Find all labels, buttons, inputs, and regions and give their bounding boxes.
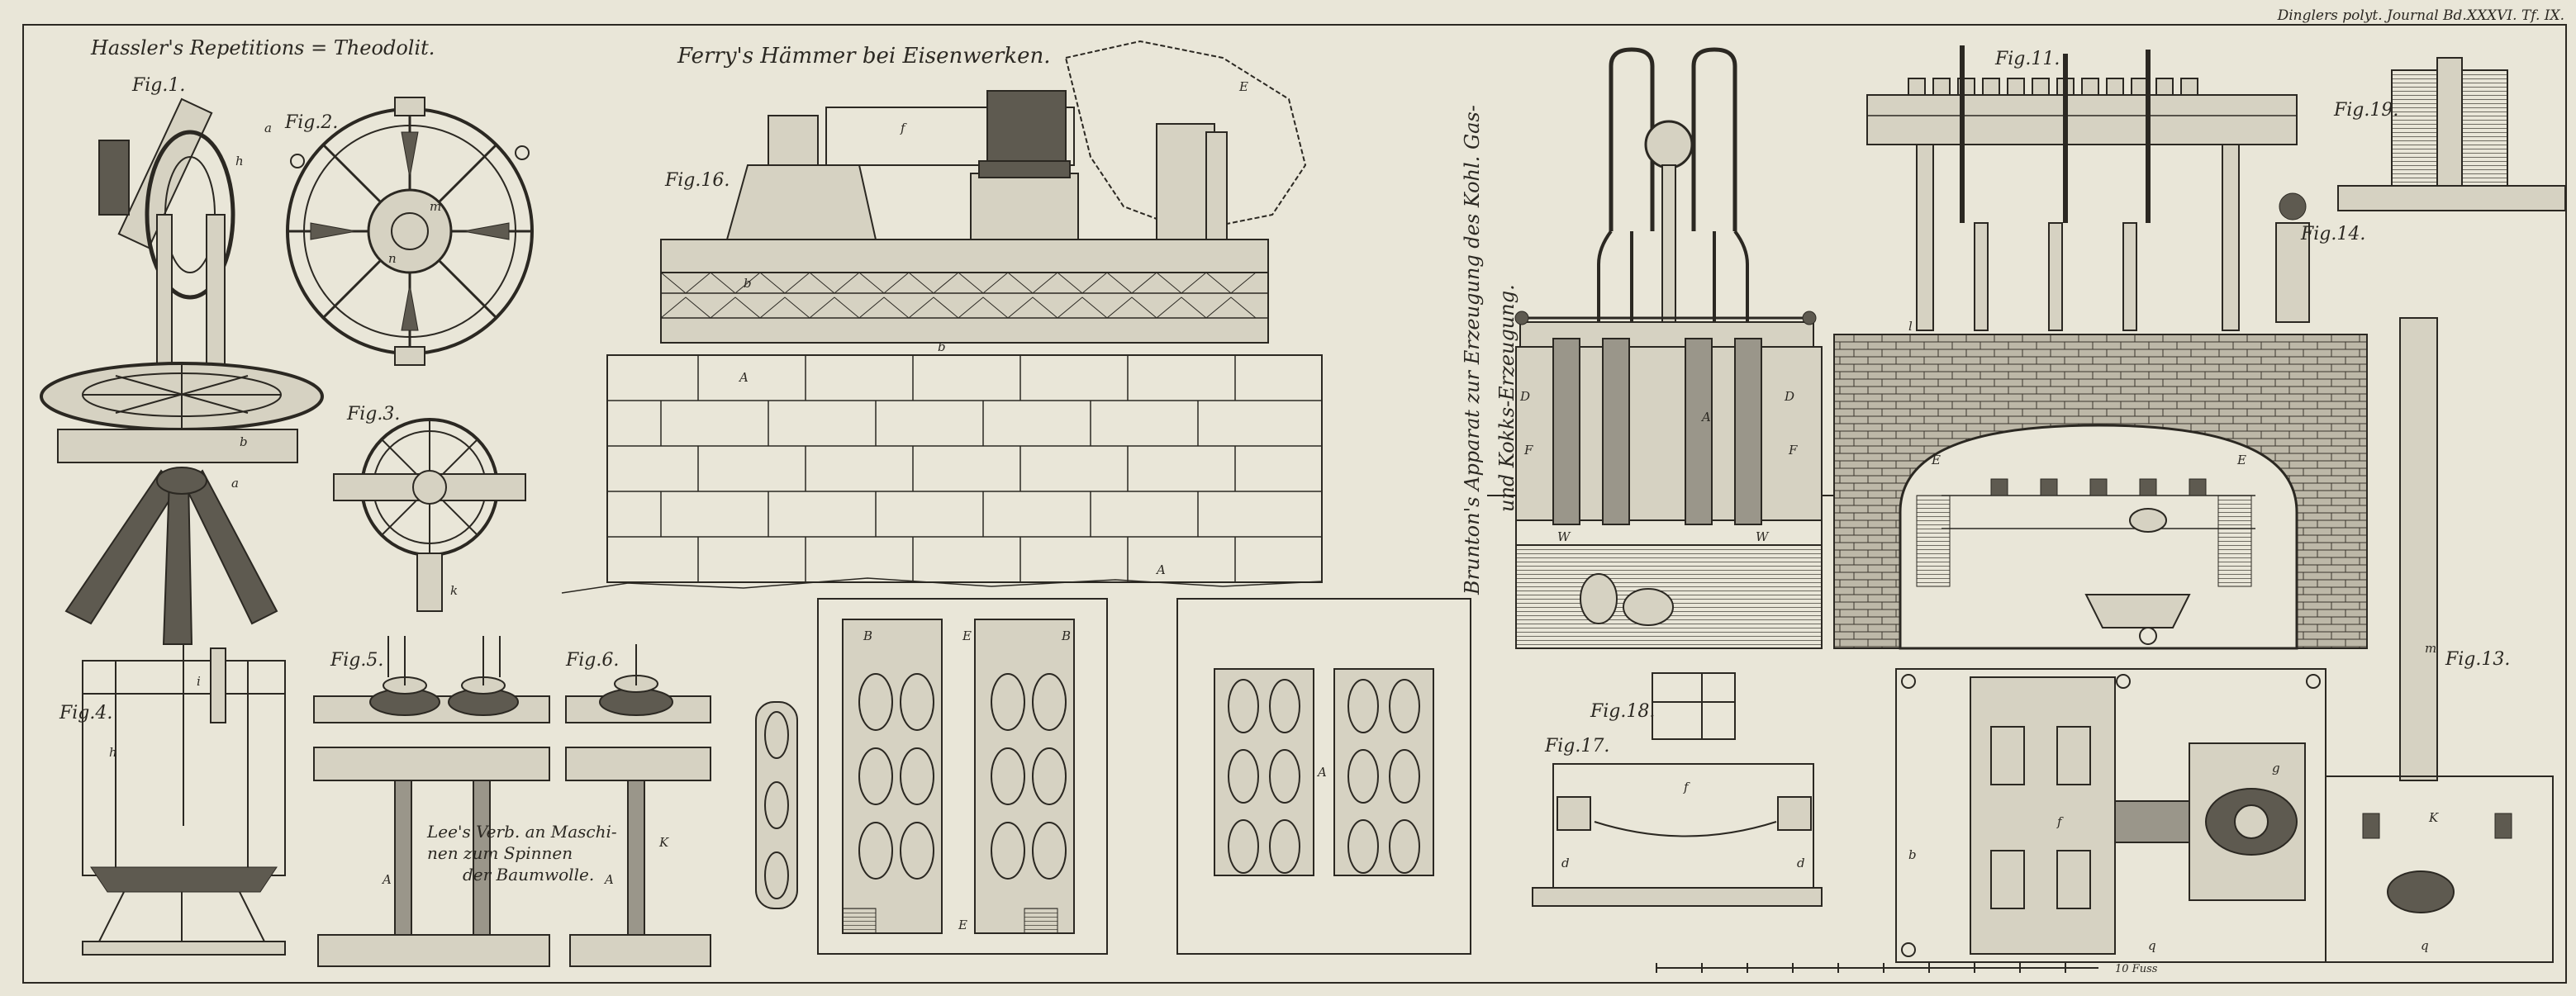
svg-text:d: d: [1561, 856, 1570, 870]
svg-text:f: f: [2056, 814, 2064, 829]
lee-line-3: der Baumwolle.: [463, 865, 594, 885]
fig10-retorts: D D F F W W A: [1487, 47, 1851, 649]
lee-line-1: Lee's Verb. an Maschi-: [426, 822, 617, 842]
svg-text:K: K: [658, 835, 669, 850]
svg-text:i: i: [197, 674, 201, 689]
fig2-label: Fig.2.: [284, 112, 338, 133]
fig11-bench: Fig.11. Fig.14.: [1833, 45, 2368, 650]
svg-text:h: h: [235, 154, 244, 168]
brunton-section: Brunton's Apparat zur Erzeugung des Kohl…: [1461, 45, 2566, 975]
svg-text:f: f: [1683, 780, 1690, 794]
brunton-line-2: und Kokks-Erzeugung.: [1495, 284, 1519, 512]
fig19-label: Fig.19.: [2333, 100, 2398, 121]
fig7-plan: B E B E: [817, 598, 1108, 955]
fig6-label: Fig.6.: [565, 650, 619, 671]
brunton-title: Brunton's Apparat zur Erzeugung des Kohl…: [1461, 105, 1519, 595]
svg-text:b: b: [240, 434, 248, 449]
svg-text:b: b: [1908, 847, 1917, 862]
svg-text:m: m: [430, 199, 441, 214]
ferry-masonry: A A: [561, 354, 1323, 594]
hassler-title: Hassler's Repetitions = Theodolit.: [90, 36, 435, 59]
fig1-lamp: [98, 140, 130, 216]
svg-text:E: E: [958, 918, 967, 932]
ferry-title: Ferry's Hämmer bei Eisenwerken.: [677, 44, 1050, 69]
svg-text:A: A: [1155, 562, 1166, 577]
fig8-link: [755, 701, 798, 909]
fig5-spindles: Fig.5. A: [313, 636, 550, 967]
svg-text:d: d: [1797, 856, 1805, 870]
svg-text:F: F: [1523, 443, 1533, 458]
svg-text:A: A: [1316, 765, 1327, 780]
scale-bar: 10 Fuss: [1656, 963, 2158, 975]
svg-text:A: A: [381, 872, 392, 887]
svg-text:q: q: [2148, 938, 2156, 953]
ferry-section: Ferry's Hämmer bei Eisenwerken. Fig.16. …: [561, 40, 1471, 955]
fig18-detail: Fig.18.: [1590, 672, 1736, 740]
svg-text:E: E: [2236, 453, 2246, 467]
svg-text:A: A: [738, 370, 749, 385]
svg-text:b: b: [744, 276, 752, 291]
fig13-plan: Fig.13. m b f g K q q: [1895, 317, 2554, 963]
fig6-spindle: Fig.6. K A: [565, 644, 711, 967]
fig5-label: Fig.5.: [330, 650, 383, 671]
fig16-label: Fig.16.: [664, 170, 730, 191]
fig3-small-circle: Fig.3. k: [333, 404, 526, 612]
svg-text:E: E: [962, 628, 972, 643]
fig18-label: Fig.18.: [1590, 701, 1655, 722]
svg-text:A: A: [1700, 410, 1711, 424]
brunton-line-1: Brunton's Apparat zur Erzeugung des Kohl…: [1461, 105, 1484, 595]
svg-text:A: A: [603, 872, 614, 887]
lee-line-2: nen zum Spinnen: [427, 843, 573, 863]
svg-text:q: q: [2421, 938, 2429, 953]
svg-text:g: g: [2272, 761, 2280, 775]
svg-text:F: F: [1788, 443, 1798, 458]
svg-text:n: n: [388, 251, 397, 266]
svg-text:W: W: [1557, 529, 1571, 544]
fig19-detail: Fig.19.: [2333, 57, 2566, 211]
fig1-vertical-circle: [145, 130, 235, 300]
svg-text:l: l: [1908, 319, 1913, 334]
svg-text:b: b: [938, 339, 946, 354]
svg-text:W: W: [1756, 529, 1770, 544]
fig17-label: Fig.17.: [1544, 736, 1609, 756]
svg-text:D: D: [1519, 389, 1530, 404]
fig16-hammer-elevation: Fig.16. f E b b: [660, 40, 1307, 354]
svg-text:h: h: [109, 745, 117, 760]
fig13-label: Fig.13.: [2445, 649, 2510, 670]
lee-title: Lee's Verb. an Maschi- nen zum Spinnen d…: [426, 822, 617, 885]
hassler-section: Hassler's Repetitions = Theodolit. Fig.1…: [40, 36, 534, 956]
svg-text:f: f: [900, 121, 907, 135]
svg-text:B: B: [863, 628, 872, 643]
svg-text:a: a: [231, 476, 239, 491]
plate-border: [22, 24, 2567, 984]
fig4-label: Fig.4.: [59, 703, 112, 723]
fig1-telescope: [117, 97, 213, 249]
fig11-label: Fig.11.: [1994, 49, 2060, 69]
svg-text:D: D: [1784, 389, 1794, 404]
fig14-label: Fig.14.: [2300, 224, 2365, 244]
svg-text:k: k: [450, 583, 458, 598]
svg-text:m: m: [2425, 641, 2436, 656]
svg-text:E: E: [1931, 453, 1941, 467]
fig17-hearth: Fig.17. f d d: [1532, 736, 1823, 907]
lee-section: Fig.5. A Fig.6. K A Lee's: [313, 636, 711, 967]
svg-text:K: K: [2428, 810, 2439, 825]
scale-label: 10 Fuss: [2115, 963, 2158, 975]
fig3-label: Fig.3.: [346, 404, 400, 424]
svg-text:a: a: [264, 121, 272, 135]
fig1-theodolite: Fig.1. a h b a: [40, 75, 324, 645]
svg-text:E: E: [1238, 79, 1248, 94]
journal-header: Dinglers polyt. Journal Bd.XXXVI. Tf. IX…: [2277, 7, 2564, 24]
fig2-circle-plan: Fig.2. m n: [284, 97, 534, 366]
fig4-stand: Fig.4. h i: [59, 644, 286, 956]
svg-text:B: B: [1061, 628, 1071, 643]
fig9-plan: A: [1176, 598, 1471, 955]
fig1-label: Fig.1.: [131, 75, 185, 96]
